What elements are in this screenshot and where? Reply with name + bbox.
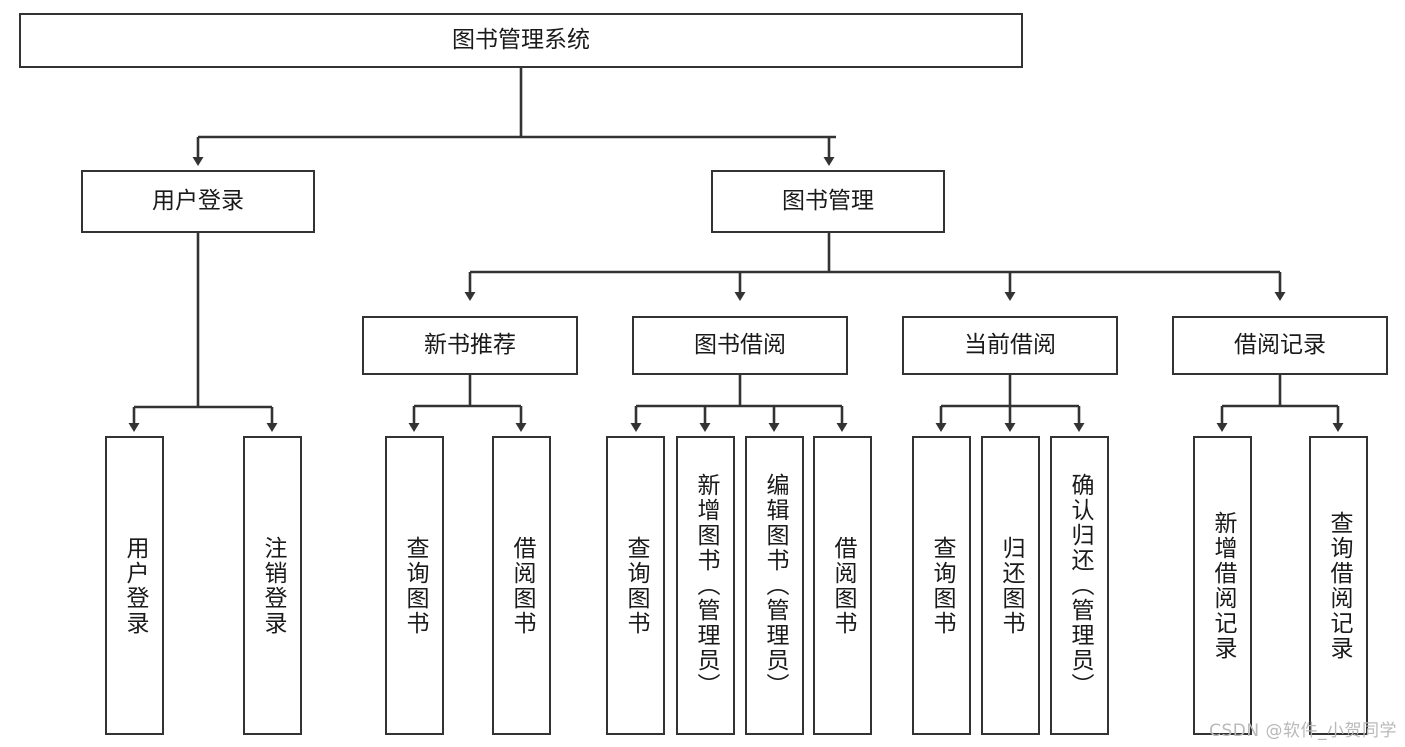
node-leaf-confirm-return[interactable]: 确认归还（管理员） [1050,436,1109,735]
node-root-label: 图书管理系统 [452,27,590,54]
node-book-borrow-label: 图书借阅 [694,332,786,359]
node-leaf-borrow-book-1-label: 借阅图书 [509,535,535,636]
node-borrow-record-label: 借阅记录 [1234,332,1326,359]
node-leaf-borrow-book-1[interactable]: 借阅图书 [492,436,551,735]
node-new-book-rec-label: 新书推荐 [424,332,516,359]
node-leaf-query-book-2-label: 查询图书 [623,535,649,636]
node-user-login[interactable]: 用户登录 [81,170,315,233]
node-leaf-query-book-3[interactable]: 查询图书 [912,436,971,735]
node-leaf-user-login[interactable]: 用户登录 [105,436,164,735]
node-leaf-user-login-label: 用户登录 [122,535,148,636]
node-leaf-add-record-label: 新增借阅记录 [1210,510,1236,661]
node-borrow-record[interactable]: 借阅记录 [1172,316,1388,375]
node-book-borrow[interactable]: 图书借阅 [632,316,848,375]
node-leaf-borrow-book-2[interactable]: 借阅图书 [813,436,872,735]
node-book-manage-label: 图书管理 [782,188,874,215]
node-leaf-edit-book-label: 编辑图书（管理员） [762,473,788,698]
node-book-manage[interactable]: 图书管理 [711,170,945,233]
node-leaf-return-book-label: 归还图书 [998,535,1024,636]
node-root[interactable]: 图书管理系统 [19,13,1023,68]
node-leaf-add-book[interactable]: 新增图书（管理员） [676,436,735,735]
watermark-text: CSDN @软件_小贺同学 [1209,721,1397,741]
node-leaf-borrow-book-2-label: 借阅图书 [830,535,856,636]
node-leaf-return-book[interactable]: 归还图书 [981,436,1040,735]
node-leaf-logout-label: 注销登录 [260,535,286,636]
node-leaf-logout[interactable]: 注销登录 [243,436,302,735]
node-leaf-add-book-label: 新增图书（管理员） [693,473,719,698]
node-new-book-rec[interactable]: 新书推荐 [362,316,578,375]
node-leaf-edit-book[interactable]: 编辑图书（管理员） [745,436,804,735]
node-leaf-add-record[interactable]: 新增借阅记录 [1193,436,1252,735]
node-user-login-label: 用户登录 [152,188,244,215]
node-leaf-query-book-2[interactable]: 查询图书 [606,436,665,735]
node-leaf-query-book-3-label: 查询图书 [929,535,955,636]
node-current-borrow-label: 当前借阅 [964,332,1056,359]
node-current-borrow[interactable]: 当前借阅 [902,316,1118,375]
node-leaf-query-book-1-label: 查询图书 [402,535,428,636]
node-leaf-query-record-label: 查询借阅记录 [1326,510,1352,661]
node-leaf-confirm-return-label: 确认归还（管理员） [1067,473,1093,698]
node-leaf-query-record[interactable]: 查询借阅记录 [1309,436,1368,735]
node-leaf-query-book-1[interactable]: 查询图书 [385,436,444,735]
